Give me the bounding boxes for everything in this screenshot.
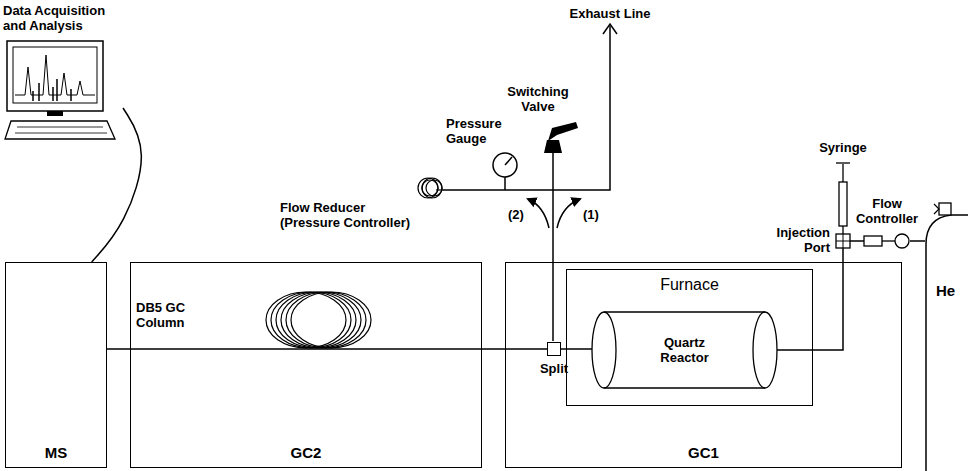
helium-cylinder: He [925,200,968,471]
reactor-end [753,312,777,388]
coil-turn [266,292,346,348]
gas-cylinder [926,215,968,471]
monitor-stand [47,111,63,116]
syringe-needle [842,226,843,234]
screen [13,47,97,103]
switching-valve [544,140,562,153]
valve-handle [548,122,578,141]
gc-oven: GC1FurnaceQuartz ReactorSplit [505,262,902,468]
coil-turn [418,178,438,198]
valve-line [552,152,554,341]
reactor-end [592,312,616,388]
part-label: Pressure Gauge [446,116,512,146]
node-label: Furnace [567,275,812,294]
part-label: Switching Valve [500,84,576,114]
coil-turn [286,292,366,348]
coil-turn [276,292,356,348]
monitor [7,41,103,111]
split-box: Split [547,342,561,356]
gas-line [850,240,864,242]
callout-number: (1) [583,207,603,222]
node-label: Split [540,361,568,376]
reactor-wall [604,312,765,388]
node-label: Quartz Reactor [643,335,727,365]
gas-line [777,248,843,350]
keyboard [5,121,115,139]
gas-line [910,240,925,242]
chromatogram [15,55,95,95]
flow-arrow [557,199,580,228]
capillary-line [107,348,547,350]
node-label: MS [6,444,106,461]
port-cross [836,234,850,248]
coil-turn [281,292,361,348]
part-label: DB5 GC Column [136,300,196,330]
coil-turn [422,178,442,198]
cylinder-valve [939,203,951,215]
injection-port [836,234,850,248]
coil-turn [271,292,351,348]
helium-cylinder-shape [925,200,968,471]
coil-turn [291,292,371,348]
exhaust-arrow [603,24,617,34]
controller-line [882,240,895,241]
coil-turn [426,180,442,196]
controller-dial [895,234,909,248]
flow-arrow [528,199,549,228]
quartz-reactor: Quartz Reactor [592,312,777,388]
computer: Data Acquisition and Analysis [3,3,123,143]
valve-knob [934,204,939,214]
node-label: Injection Port [764,225,830,255]
part-label: Syringe [813,140,873,155]
keyboard-keys [15,127,107,133]
coil-lead [436,189,442,190]
syringe [836,163,850,234]
pressure-gauge [493,153,517,177]
node-label: He [936,282,955,299]
callout-number: (2) [508,207,528,222]
exhaust-line [442,26,610,190]
gc-oven: GC2 [130,262,482,468]
node-label: GC2 [131,444,481,461]
part-label: Flow Reducer (Pressure Controller) [280,200,416,230]
injection-port-shape [836,234,850,248]
flow-reducer-coil [418,178,442,198]
node-label: Flow Controller [851,196,923,226]
flow-controller: Flow Controller [864,232,910,250]
mass-spectrum [33,79,71,101]
furnace-box: FurnaceQuartz Reactor [566,269,813,406]
gc-column-coil [266,292,371,348]
ms-box: MS [5,262,107,468]
syringe-plunger [842,164,843,182]
node-label: GC1 [506,444,901,461]
node-label: Data Acquisition and Analysis [3,3,123,33]
syringe-cap [836,162,850,163]
part-label: Exhaust Line [560,6,660,21]
gauge-stem [504,177,506,190]
syringe-barrel [839,182,847,226]
gauge-needle [505,157,512,165]
injection-port: Injection Port [836,234,850,248]
flow-controller-shape [864,232,910,250]
flow-controller [864,236,882,246]
